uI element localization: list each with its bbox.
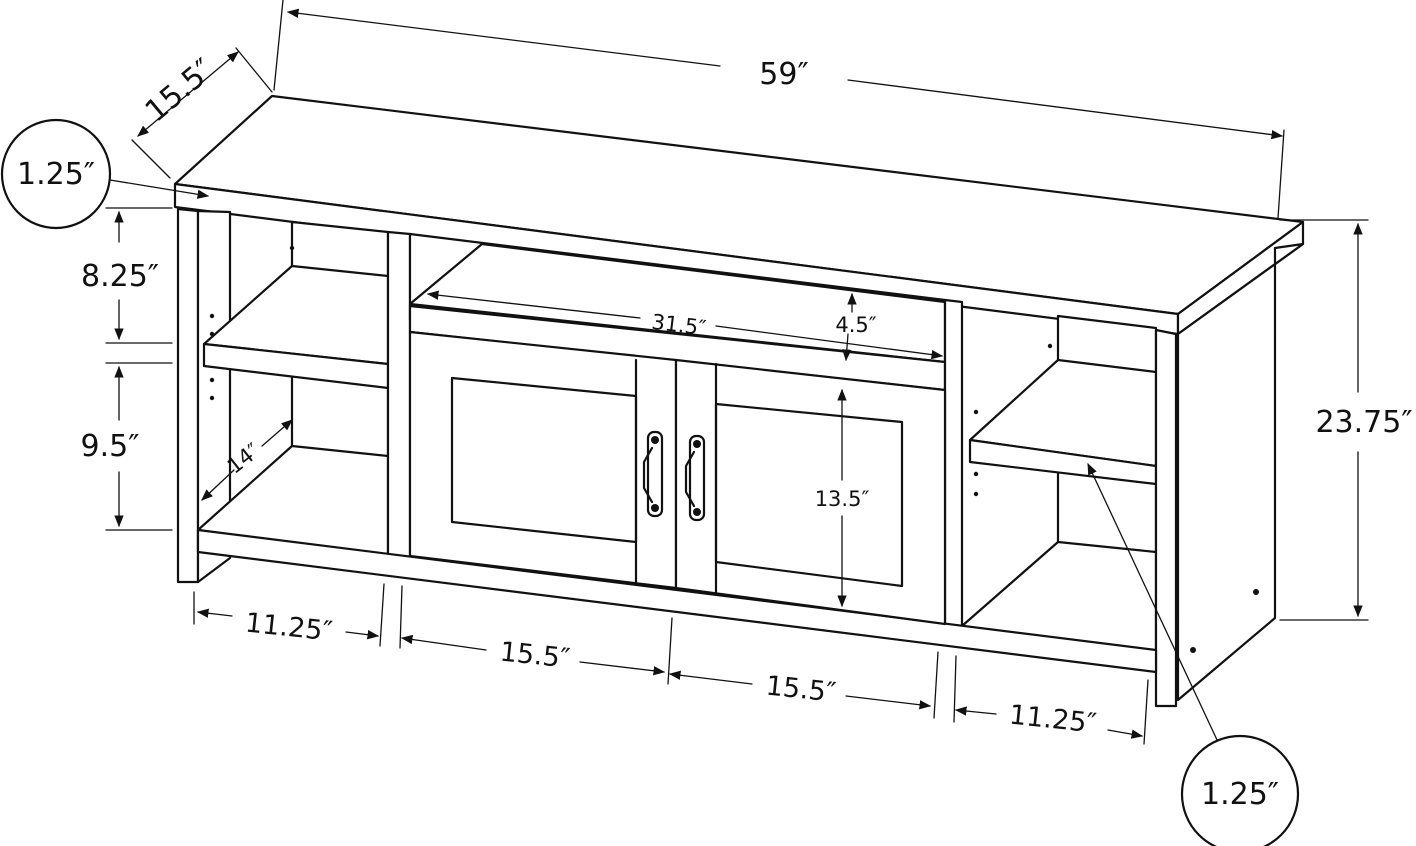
label-door-height: 13.5″ [815, 487, 870, 511]
label-total-height: 23.75″ [1315, 405, 1412, 440]
right-back-panel [1176, 242, 1305, 702]
shelf-thickness-callout-circle [1180, 734, 1300, 846]
label-shelf-thickness: 1.25″ [1201, 777, 1279, 812]
shelf-pin-holes [209, 245, 1259, 653]
right-side-panel [1154, 328, 1178, 708]
left-divider [386, 230, 412, 560]
top-thickness-callout-circle [0, 118, 112, 230]
label-top-thickness: 1.25″ [17, 157, 95, 192]
tv-stand-drawing [173, 94, 1305, 708]
label-left-bay-width: 11.25″ [244, 608, 334, 648]
left-side-depth [196, 209, 232, 584]
left-door-panel [450, 376, 638, 544]
label-right-door-width: 15.5″ [764, 670, 837, 708]
label-right-bay-width: 11.25″ [1008, 700, 1098, 740]
dimension-lines [105, 0, 1369, 745]
label-lower-shelf-height: 9.5″ [81, 429, 140, 464]
right-door-handle [684, 434, 706, 522]
label-center-opening-height: 4.5″ [835, 313, 876, 337]
label-left-door-width: 15.5″ [498, 636, 571, 674]
left-door-handle [642, 430, 664, 518]
label-upper-shelf-height: 8.25″ [81, 259, 159, 294]
label-total-width: 59″ [759, 57, 808, 92]
left-side-panel [176, 207, 200, 584]
dimension-labels: 59″ 15.5″ 1.25″ 8.25″ 9.5″ 14″ 31.5″ 4.5… [17, 52, 1413, 812]
right-door-panel [714, 402, 904, 588]
label-depth: 15.5″ [139, 52, 221, 129]
right-divider [943, 298, 964, 628]
